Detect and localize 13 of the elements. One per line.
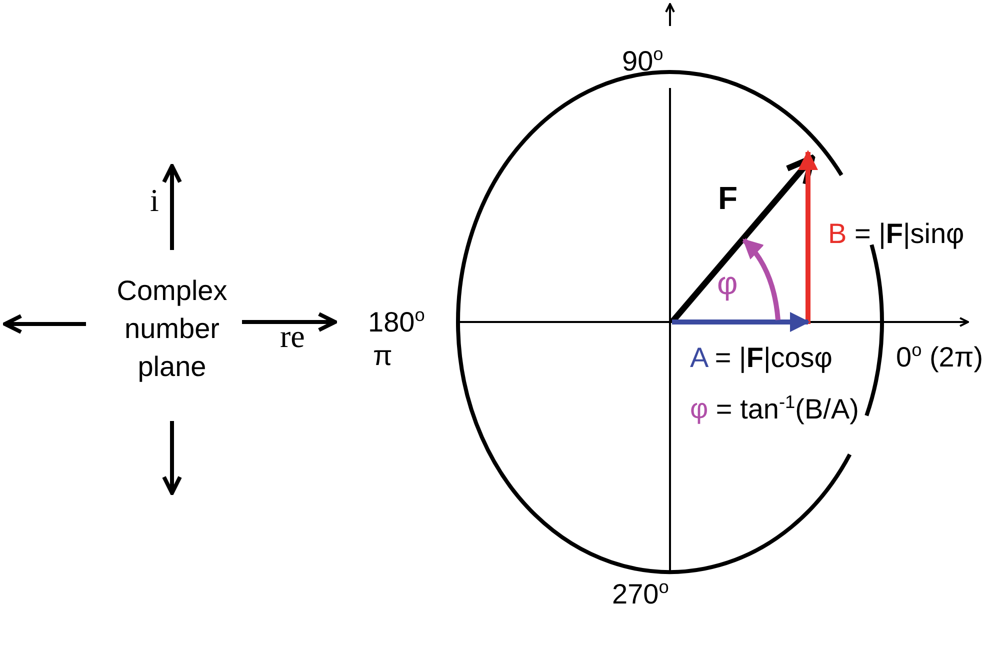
formula: A = |F|cosφ [690,342,832,374]
formula: B = |F|sinφ [828,218,964,250]
axis-label: re [280,318,305,355]
angle-label: 90$^{o}$ [622,44,664,78]
angle-symbol: φ [717,265,738,302]
formula: φ = tan$^{-1}$(B/A) [690,392,859,426]
angle-label: π [373,340,392,372]
angle-label: 270$^{o}$ [612,577,669,611]
plane-label: Complex number plane [116,274,228,384]
angle-label: 180$^{o}$ [368,305,425,339]
axis-label: i [150,182,159,219]
angle-label: 0$^{o}$ (2π) [896,340,984,374]
vector-label: F [718,180,738,217]
